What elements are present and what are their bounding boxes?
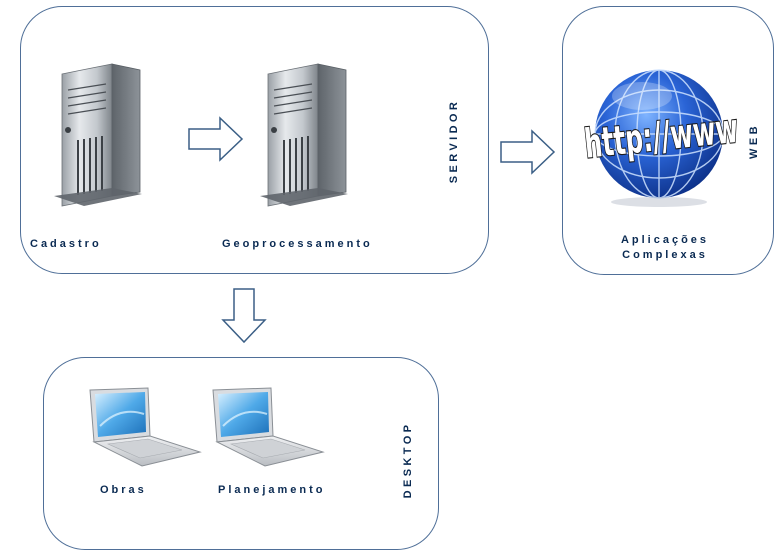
node-label-obras: Obras xyxy=(100,484,147,496)
node-label-cadastro: Cadastro xyxy=(30,238,102,250)
section-label-servidor: SERVIDOR xyxy=(448,98,460,184)
server-tower-icon xyxy=(54,63,142,207)
node-label-geoprocessamento: Geoprocessamento xyxy=(222,238,373,250)
laptop-icon xyxy=(212,387,325,467)
node-label-planejamento: Planejamento xyxy=(218,484,326,496)
node-label-complexas: Complexas xyxy=(622,249,708,261)
section-label-web: WEB xyxy=(748,123,760,159)
laptop-icon xyxy=(89,387,202,467)
section-label-desktop: DESKTOP xyxy=(402,421,414,499)
arrow-right-icon xyxy=(500,129,556,175)
arrow-down-icon xyxy=(221,288,267,344)
node-label-aplicacoes: Aplicações xyxy=(620,234,710,246)
arrow-right-icon xyxy=(188,116,244,162)
server-tower-icon xyxy=(260,63,348,207)
web-globe-icon: http://www xyxy=(581,69,741,207)
